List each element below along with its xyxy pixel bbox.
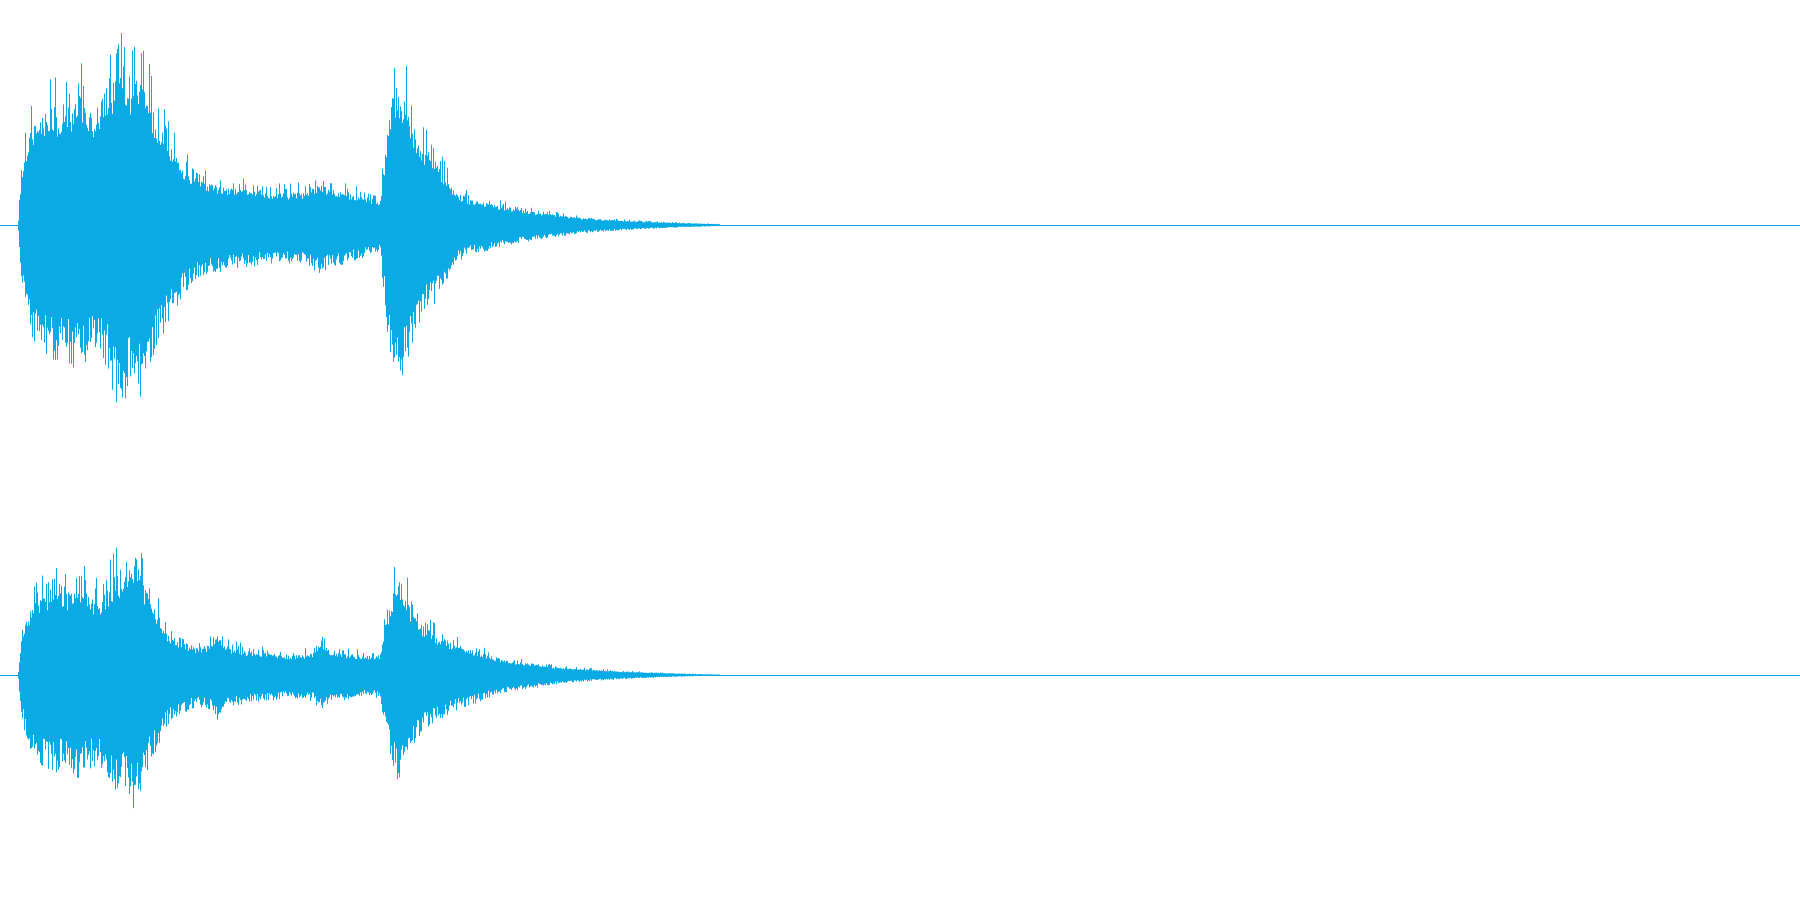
waveform-channel-bottom[interactable] [0, 547, 1800, 809]
waveform-amplitude [18, 547, 720, 809]
waveform-amplitude [18, 33, 720, 403]
waveform-channel-top[interactable] [0, 33, 1800, 403]
